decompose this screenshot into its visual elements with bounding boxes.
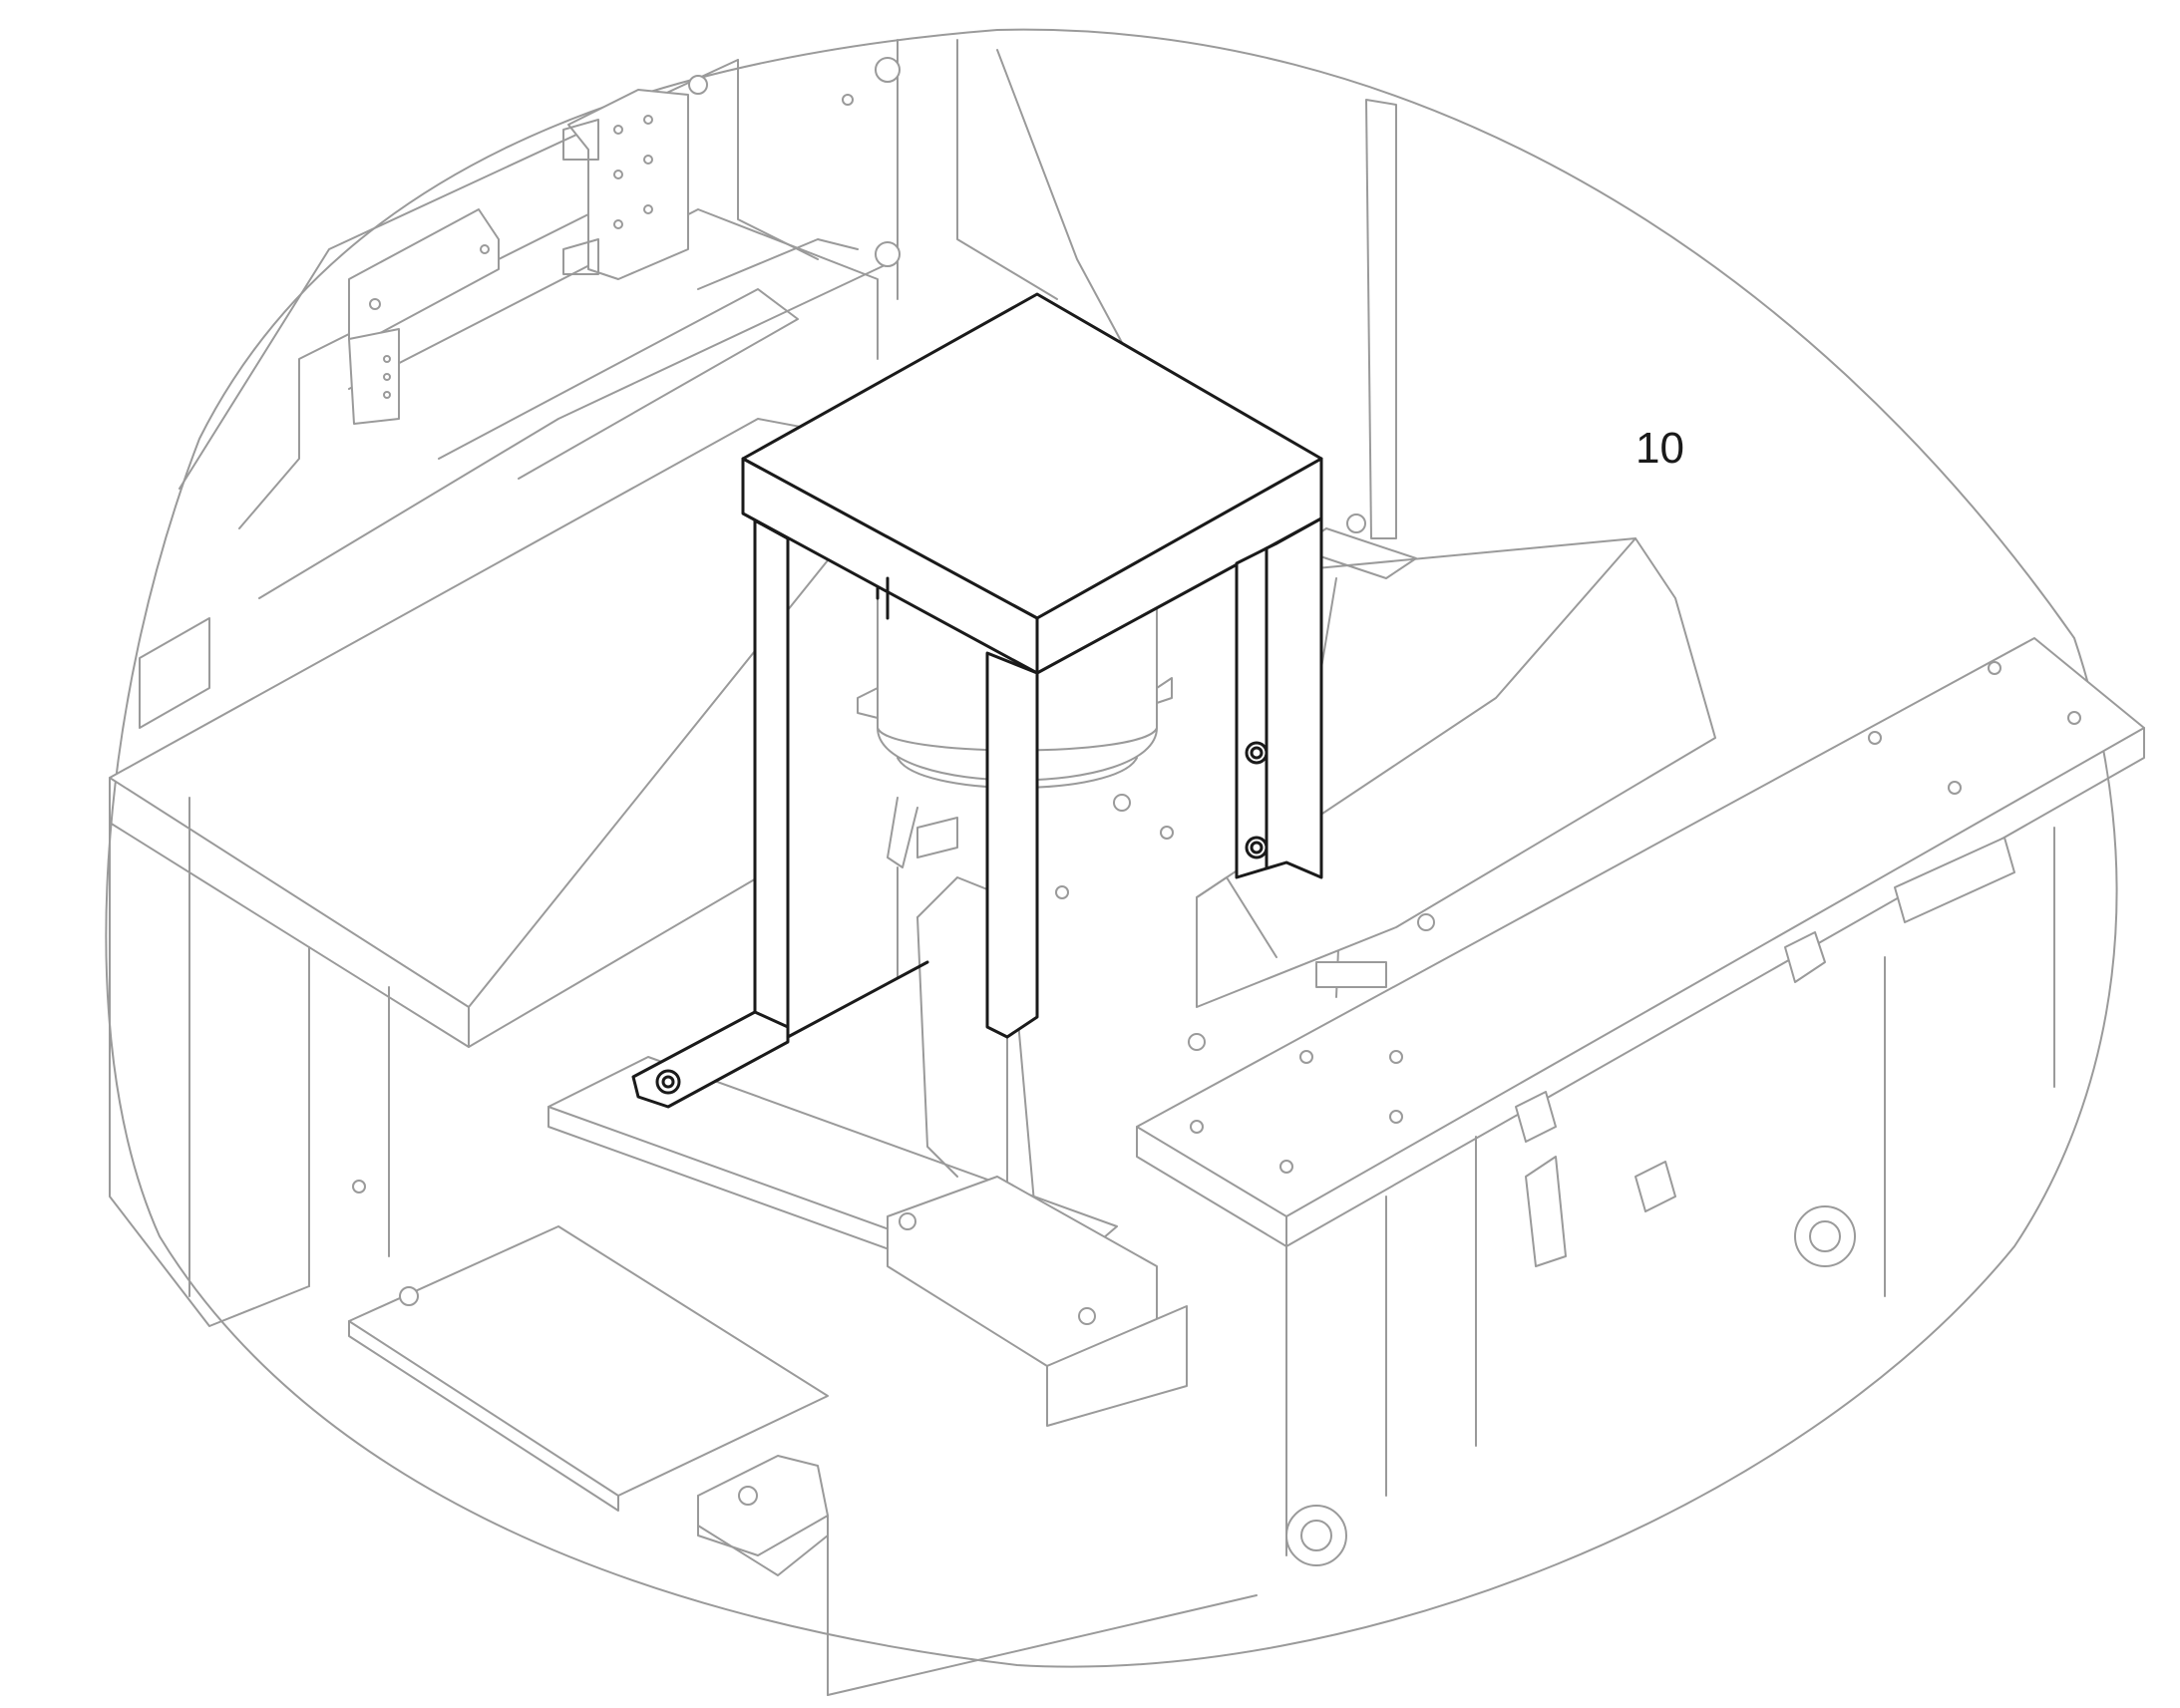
left-deck-platform [109, 418, 918, 1327]
guard-lid-top [741, 292, 1323, 620]
guard-cover-part-10 [631, 292, 1323, 1109]
rear-cab-structure [179, 39, 1148, 599]
detail-view-boundary [105, 28, 2118, 1668]
hinge-plate [562, 57, 901, 280]
guard-bolt-foot [655, 1069, 681, 1095]
left-mounting-bracket [348, 208, 500, 425]
right-cross-beam [1136, 637, 2145, 1566]
guard-bolt-lower [1245, 836, 1269, 859]
guard-bolt-upper [1245, 741, 1269, 765]
tank-housing [1055, 537, 1716, 1051]
guard-leg-left-front [753, 518, 790, 1039]
guard-leg-right-front [1235, 516, 1323, 879]
lower-base-plates [348, 1225, 1258, 1696]
guard-leg-center-front [985, 651, 1039, 1039]
part-number-callout: 10 [1635, 424, 1684, 473]
center-pedestal [547, 876, 1188, 1427]
